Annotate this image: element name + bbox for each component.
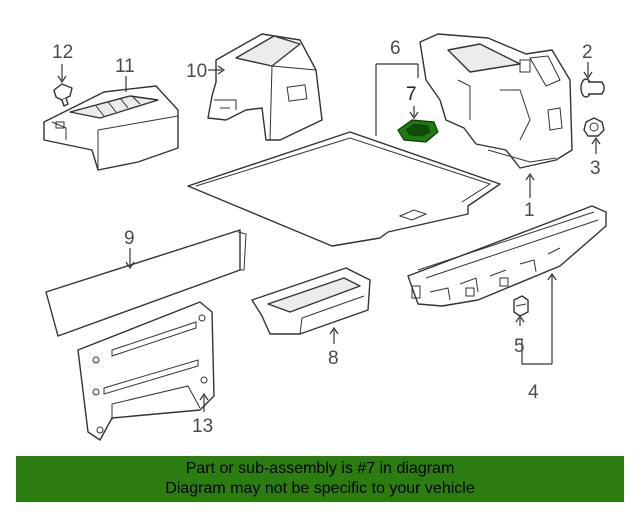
callout-3: 3 xyxy=(590,158,601,179)
callout-11: 11 xyxy=(115,56,135,77)
leader-4-arrow xyxy=(547,272,557,281)
part-3-nut[interactable] xyxy=(583,117,605,137)
leader-9-arrow xyxy=(125,261,135,270)
leader-1-arrow xyxy=(525,172,535,181)
part-1-right-trim[interactable] xyxy=(419,33,573,169)
leader-5-arrow xyxy=(515,314,525,323)
callout-5: 5 xyxy=(514,336,525,357)
part-6-load-floor[interactable] xyxy=(187,131,501,247)
leader-4 xyxy=(521,274,553,365)
part-10-quarter-trim[interactable] xyxy=(207,33,323,141)
part-9-cargo-shade[interactable] xyxy=(45,229,247,337)
callout-4: 4 xyxy=(528,382,539,403)
callout-10: 10 xyxy=(186,61,207,82)
leader-6 xyxy=(375,63,419,136)
callout-12: 12 xyxy=(52,42,73,63)
callout-1: 1 xyxy=(524,200,535,221)
callout-6: 6 xyxy=(390,38,401,59)
part-11-side-trim[interactable] xyxy=(43,85,179,171)
part-5-clip[interactable] xyxy=(513,295,529,317)
leader-3-arrow xyxy=(591,136,601,145)
part-12-push-pin[interactable] xyxy=(53,83,73,107)
parts-diagram: 12 11 10 6 7 1 xyxy=(43,33,607,441)
part-4-sill-plate[interactable] xyxy=(407,205,607,307)
callout-2: 2 xyxy=(582,42,593,63)
part-7-highlighted-component[interactable] xyxy=(397,119,439,143)
banner-line-2: Diagram may not be specific to your vehi… xyxy=(165,480,475,497)
part-2-bolt[interactable] xyxy=(580,78,605,98)
leader-13-arrow xyxy=(199,392,209,401)
callout-13: 13 xyxy=(192,416,213,437)
leader-12-arrow xyxy=(57,75,67,84)
leader-10-arrow xyxy=(217,65,226,75)
leader-8-arrow xyxy=(329,326,339,335)
leader-2-arrow xyxy=(583,71,593,80)
part-13-lower-panel[interactable] xyxy=(77,301,215,441)
banner-line-1: Part or sub-assembly is #7 in diagram xyxy=(185,460,455,477)
info-banner: Part or sub-assembly is #7 in diagram Di… xyxy=(16,456,624,502)
callout-8: 8 xyxy=(328,348,339,369)
callout-7: 7 xyxy=(406,84,417,105)
callout-9: 9 xyxy=(124,228,135,249)
part-8-storage-bin[interactable] xyxy=(251,267,371,335)
leader-7-arrow xyxy=(409,111,419,120)
